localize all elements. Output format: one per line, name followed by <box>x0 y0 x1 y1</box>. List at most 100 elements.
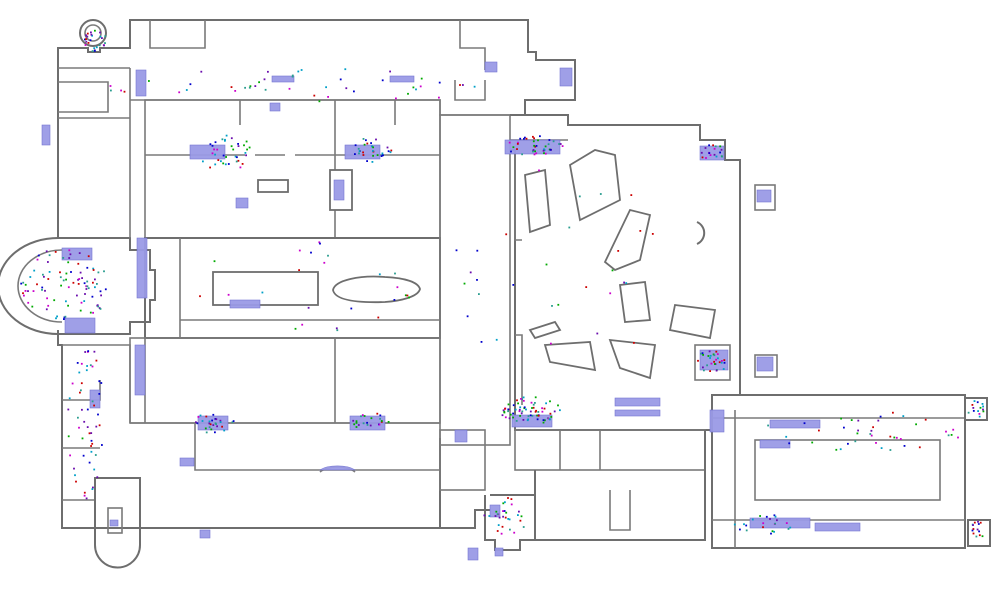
visitor-marker <box>82 454 85 457</box>
visitor-marker <box>395 97 397 100</box>
building-walls <box>0 19 991 569</box>
visitor-marker <box>45 250 48 253</box>
visitor-marker <box>47 278 50 280</box>
visitor-marker <box>380 420 383 422</box>
visitor-marker <box>715 350 718 353</box>
visitor-marker <box>596 332 599 335</box>
visitor-marker <box>509 413 512 416</box>
visitor-marker <box>745 524 748 527</box>
visitor-marker <box>298 249 301 252</box>
visitor-marker <box>67 304 69 307</box>
visitor-marker <box>223 429 226 432</box>
east-tower-ne <box>964 397 988 421</box>
visitor-marker <box>248 146 251 149</box>
visitor-marker <box>549 418 551 421</box>
visitor-marker <box>318 241 321 244</box>
visitor-marker <box>234 155 237 158</box>
visitor-marker <box>47 304 50 307</box>
visitor-marker <box>877 419 880 422</box>
visitor-marker <box>381 79 384 82</box>
visitor-marker <box>972 524 974 526</box>
visitor-marker <box>73 467 75 470</box>
visitor-marker <box>412 86 415 89</box>
visitor-marker <box>90 33 93 36</box>
visitor-marker <box>522 419 525 421</box>
visitor-marker <box>394 272 396 275</box>
visitor-marker <box>93 47 96 50</box>
visitor-marker <box>94 29 96 32</box>
visitor-marker <box>261 291 264 294</box>
visitor-marker <box>355 420 358 423</box>
visitor-marker <box>90 445 92 447</box>
visitor-marker <box>529 410 532 413</box>
visitor-marker <box>889 435 892 438</box>
visitor-marker <box>335 327 338 330</box>
visitor-marker <box>81 277 83 279</box>
visitor-marker <box>701 156 704 159</box>
visitor-marker <box>387 421 390 423</box>
visitor-marker <box>78 252 81 254</box>
visitor-marker <box>46 297 48 300</box>
visitor-marker <box>86 285 89 288</box>
visitor-marker <box>80 301 83 304</box>
west-rotunda <box>0 237 59 335</box>
central-hall <box>510 114 741 431</box>
visitor-marker <box>599 193 602 195</box>
visitor-marker <box>87 255 90 258</box>
visitor-marker <box>516 399 518 402</box>
visitor-marker <box>972 528 975 530</box>
visitor-marker <box>978 415 981 418</box>
visitor-marker <box>702 366 704 369</box>
visitor-marker <box>221 138 224 141</box>
visitor-marker <box>702 354 704 356</box>
visitor-marker <box>67 286 70 289</box>
visitor-marker <box>68 257 71 259</box>
visitor-marker <box>972 532 975 535</box>
visitor-marker <box>534 410 537 413</box>
visitor-marker <box>568 226 571 229</box>
visitor-marker <box>496 513 499 516</box>
visitor-marker <box>86 365 88 367</box>
visitor-marker <box>95 46 98 49</box>
visitor-marker <box>700 151 703 154</box>
visitor-marker <box>505 233 508 236</box>
visitor-marker <box>745 529 748 532</box>
visitor-marker <box>551 305 553 307</box>
visitor-marker <box>982 408 984 411</box>
visitor-marker <box>512 146 515 149</box>
visitor-marker <box>103 44 105 47</box>
visitor-marker <box>224 163 227 166</box>
visitor-marker <box>90 432 93 434</box>
visitor-marker <box>101 37 103 39</box>
visitor-marker <box>83 491 86 494</box>
visitor-marker <box>532 406 535 409</box>
visitor-marker <box>327 96 329 98</box>
visitor-marker <box>92 269 95 271</box>
visitor-marker <box>67 435 70 438</box>
visitor-marker <box>205 415 208 418</box>
visitor-marker <box>366 421 368 424</box>
visitor-marker <box>952 428 955 431</box>
visitor-marker <box>41 289 43 291</box>
visitor-marker <box>534 150 536 153</box>
visitor-marker <box>870 434 873 437</box>
visitor-marker <box>505 511 508 514</box>
visitor-marker <box>720 148 723 151</box>
visitor-marker <box>713 147 716 150</box>
visitor-marker <box>973 400 976 402</box>
visitor-marker <box>79 271 82 274</box>
visitor-marker <box>721 155 723 158</box>
visitor-marker <box>504 416 507 419</box>
visitor-marker <box>716 353 719 355</box>
visitor-marker <box>211 144 214 147</box>
visitor-marker <box>789 526 792 529</box>
visitor-marker <box>523 137 525 140</box>
visitor-marker <box>237 143 239 145</box>
visitor-marker <box>41 286 44 289</box>
visitor-marker <box>358 152 360 155</box>
visitor-marker <box>83 300 86 302</box>
visitor-marker <box>510 498 513 500</box>
shaded-zones <box>41 61 861 561</box>
visitor-marker <box>204 427 207 430</box>
visitor-marker <box>85 285 88 288</box>
